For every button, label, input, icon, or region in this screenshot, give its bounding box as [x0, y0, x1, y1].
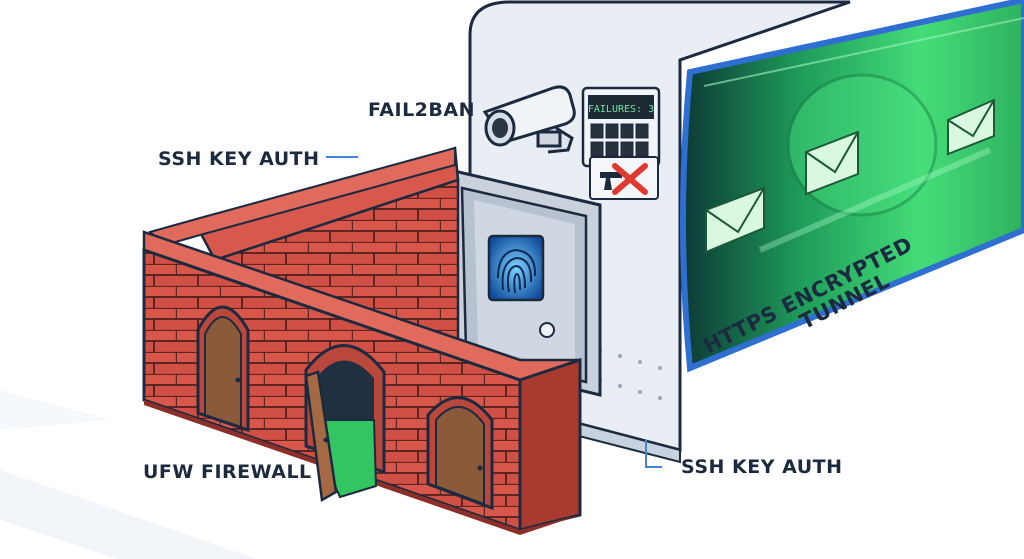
envelope-icon [947, 98, 995, 156]
failure-counter-text: FAILURES: 3 [588, 104, 654, 115]
blocked-x-icon [589, 156, 659, 200]
envelope-icon [805, 130, 859, 196]
floor-shadow [0, 390, 258, 559]
door-icon [196, 305, 250, 433]
label-ssh-key-auth-bottom: SSH KEY AUTH [681, 456, 843, 478]
door-knob [539, 322, 555, 338]
envelope-icon [705, 186, 765, 254]
door-icon [304, 344, 386, 503]
failure-counter: FAILURES: 3 [581, 86, 661, 168]
fingerprint-icon [487, 234, 545, 302]
security-camera-icon [482, 85, 576, 154]
leader-lines [326, 156, 662, 468]
label-ufw-firewall: UFW FIREWALL [143, 461, 312, 483]
label-fail2ban: FAIL2BAN [368, 99, 475, 121]
https-tunnel [680, 0, 1024, 373]
label-ssh-key-auth-top: SSH KEY AUTH [158, 148, 320, 170]
door-icon [426, 396, 494, 511]
